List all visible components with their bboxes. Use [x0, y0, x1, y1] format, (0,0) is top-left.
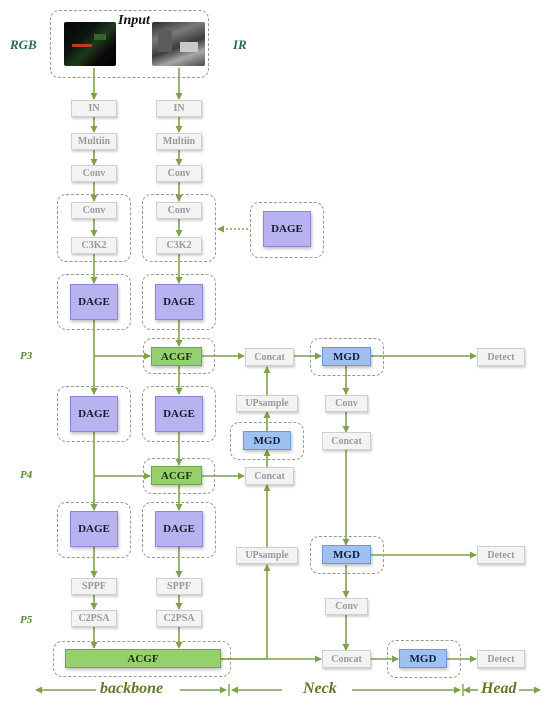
head-mgd-p5: MGD [399, 649, 447, 668]
neck-upsample-1: UPsample [236, 395, 298, 412]
ir-conv2-block: Conv [156, 202, 202, 219]
acgf-p5-group [53, 641, 231, 677]
acgf-p3-group [143, 338, 215, 374]
ir-sppf-block: SPPF [156, 578, 202, 595]
rgb-conv2-block: Conv [71, 202, 117, 219]
rgb-c3k2-block: C3K2 [71, 237, 117, 254]
acgf-p3-block: ACGF [151, 347, 202, 366]
ir-c3k2-block: C3K2 [156, 237, 202, 254]
ir-c2psa-block: C2PSA [156, 610, 202, 627]
neck-upsample-2: UPsample [236, 547, 298, 564]
rgb-dage-block-1: DAGE [70, 284, 118, 320]
mgd-p4-group [310, 536, 384, 574]
mgd-p5-group [387, 640, 461, 678]
rgb-dage3-group [57, 502, 131, 558]
rgb-conv-block: Conv [71, 165, 117, 182]
neck-concat-p3: Concat [245, 348, 294, 366]
level-label-p4: P4 [20, 469, 33, 481]
dage-legend-block: DAGE [263, 211, 311, 247]
rgb-input-image [64, 22, 116, 66]
neck-mgd-block: MGD [243, 431, 291, 450]
ir-label: IR [233, 37, 247, 52]
section-label-neck: Neck [303, 680, 337, 697]
rgb-dage-block-2: DAGE [70, 396, 118, 432]
head-mgd-p3: MGD [322, 347, 371, 366]
neck-concat-p4: Concat [245, 467, 294, 485]
ir-dage-block-1: DAGE [155, 284, 203, 320]
rgb-multiin-block: Multiin [71, 133, 117, 150]
acgf-p4-group [143, 458, 215, 494]
ir-dage2-group [142, 386, 216, 442]
rgb-sppf-block: SPPF [71, 578, 117, 595]
detect-p5-block: Detect [477, 650, 525, 668]
dage-legend-group [250, 202, 324, 258]
rgb-label: RGB [10, 37, 37, 52]
head-mgd-p4: MGD [322, 545, 371, 564]
ir-input-image [152, 22, 205, 66]
ir-dage-block-2: DAGE [155, 396, 203, 432]
mgd-mid-group [230, 422, 304, 460]
mgd-p3-group [310, 338, 384, 376]
ir-conv-block: Conv [156, 165, 202, 182]
acgf-p5-block: ACGF [65, 649, 221, 668]
head-conv-a: Conv [325, 395, 368, 412]
input-group-frame [50, 10, 209, 78]
rgb-dage1-group [57, 274, 131, 330]
rgb-in-block: IN [71, 100, 117, 117]
head-conv-b: Conv [325, 598, 368, 615]
head-concat-a: Concat [322, 432, 371, 450]
section-label-head: Head [481, 680, 517, 697]
rgb-dage-block-3: DAGE [70, 511, 118, 547]
level-label-p3: P3 [20, 350, 33, 362]
rgb-conv-c3k2-group [57, 194, 131, 262]
acgf-p4-block: ACGF [151, 466, 202, 485]
section-label-backbone: backbone [100, 680, 164, 697]
rgb-dage2-group [57, 386, 131, 442]
ir-in-block: IN [156, 100, 202, 117]
ir-multiin-block: Multiin [156, 133, 202, 150]
detect-p3-block: Detect [477, 348, 525, 366]
ir-dage-block-3: DAGE [155, 511, 203, 547]
input-title: Input [118, 13, 150, 28]
ir-dage3-group [142, 502, 216, 558]
level-label-p5: P5 [20, 614, 33, 626]
ir-conv-c3k2-group [142, 194, 216, 262]
neck-concat-p5: Concat [322, 650, 371, 668]
ir-dage1-group [142, 274, 216, 330]
rgb-c2psa-block: C2PSA [71, 610, 117, 627]
detect-p4-block: Detect [477, 546, 525, 564]
